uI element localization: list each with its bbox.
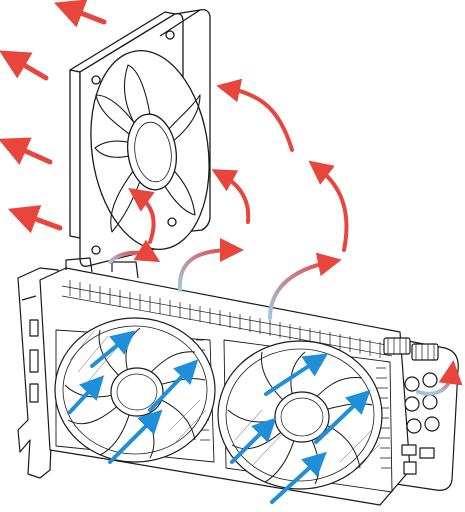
gpu-fan-icon: [54, 317, 216, 463]
exhaust-arrows: [0, 0, 107, 234]
case-fan-icon: [69, 8, 211, 267]
power-connector-icon: [383, 337, 439, 361]
heatsink-fins-icon: [61, 280, 393, 358]
graphics-card-icon: [17, 257, 459, 506]
recirculation-arrows: [108, 78, 463, 396]
capacitor-icon: [401, 372, 440, 475]
gpu-fan-icon: [217, 340, 383, 490]
intake-arrows: [68, 330, 371, 504]
